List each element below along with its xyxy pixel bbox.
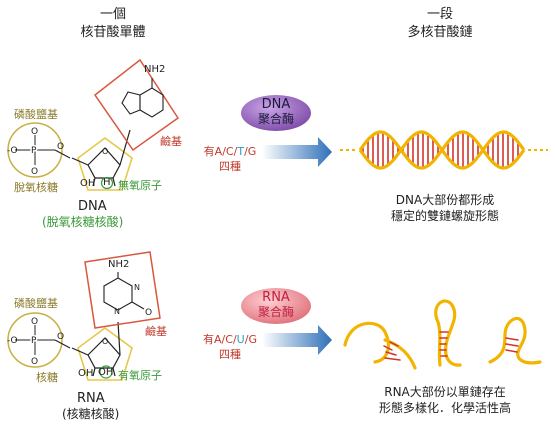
svg-text:N: N — [114, 307, 120, 316]
svg-text:O: O — [57, 332, 64, 342]
svg-text:O: O — [145, 308, 152, 318]
rna-four-kinds: 四種 — [219, 348, 241, 361]
dna-phosphate-label: 磷酸鹽基 — [14, 108, 58, 121]
dna-caption-line2: 穩定的雙鏈螺旋形態 — [390, 209, 499, 223]
dna-double-helix — [340, 130, 548, 170]
dna-missing-oxygen-marker — [100, 176, 114, 190]
rna-base-a: A — [214, 333, 222, 346]
rna-base-g: G — [248, 333, 257, 346]
dna-name: DNA — [78, 199, 107, 214]
dna-polymerase-line1: DNA — [261, 97, 291, 112]
single-header-line1: 一個 — [99, 7, 126, 22]
rna-bases-line: 有A/C/U/G — [203, 333, 257, 346]
rna-has-oxygen-label: 有氧原子 — [118, 369, 162, 382]
dna-nh2-label: NH2 — [144, 64, 166, 75]
svg-text:-O: -O — [7, 336, 18, 346]
dna-base-label: 鹼基 — [160, 135, 182, 148]
rna-base-c: C — [225, 333, 233, 346]
rna-base-label: 鹼基 — [145, 325, 167, 338]
dna-base-g: G — [247, 145, 257, 158]
chain-header-line1: 一段 — [426, 7, 453, 22]
dna-sugar-label: 脫氧核糖 — [14, 181, 58, 194]
rna-caption-line1: RNA大部份以單鏈存在 — [384, 385, 506, 399]
dna-caption-line1: DNA大部份都形成 — [395, 193, 495, 207]
dna-name-sub: (脫氧核糖核酸) — [42, 215, 124, 229]
rna-caption-line2: 形態多樣化．化學活性高 — [378, 401, 511, 415]
rna-oh2-label: OH — [98, 367, 114, 378]
dna-polymerase-line2: 聚合酶 — [257, 112, 294, 126]
rna-polymerase-line2: 聚合酶 — [257, 305, 294, 319]
svg-text:-O: -O — [7, 146, 18, 156]
svg-text:P: P — [31, 336, 37, 346]
dna-base-t: T — [237, 145, 245, 158]
dna-h-label: H — [103, 177, 111, 188]
rna-sugar-label: 核糖 — [36, 371, 58, 384]
dna-sugar-pentagon — [77, 137, 133, 191]
dna-bases-prefix: 有 — [203, 145, 215, 158]
svg-text:O: O — [31, 357, 38, 367]
rna-phosphate-label: 磷酸鹽基 — [14, 297, 58, 310]
dna-phosphate-circle — [7, 122, 63, 178]
rna-polymerase-line1: RNA — [262, 290, 290, 305]
dna-bases-line: 有A/C/T/G — [203, 145, 257, 158]
dna-polymerase-oval — [241, 95, 311, 131]
svg-text:O: O — [102, 337, 108, 346]
svg-text:O: O — [102, 147, 108, 156]
rna-sugar-pentagon — [77, 327, 133, 381]
svg-text:P: P — [31, 146, 37, 156]
svg-text:O: O — [31, 317, 38, 327]
rna-nh2-label: NH2 — [108, 259, 130, 270]
svg-text:N: N — [134, 283, 140, 292]
svg-text:O: O — [57, 142, 64, 152]
dna-base-c: C — [225, 145, 234, 158]
rna-base-u: U — [236, 333, 245, 346]
dna-four-kinds: 四種 — [219, 160, 241, 173]
svg-text:O: O — [31, 127, 38, 137]
rna-base-box — [84, 251, 161, 329]
rna-bases-prefix: 有 — [203, 333, 215, 346]
rna-nucleotide: O O -O P O O N N O — [7, 251, 161, 381]
dna-oh-label: OH — [80, 178, 96, 189]
dna-nucleotide: O O -O P O O — [7, 58, 180, 191]
rna-polymerase-oval — [241, 288, 311, 324]
dna-base-box — [93, 58, 180, 152]
rna-arrow — [262, 325, 332, 355]
dna-no-oxygen-label: 無氧原子 — [118, 179, 162, 192]
rna-single-strands — [343, 299, 542, 370]
rna-phosphate-circle — [7, 312, 63, 368]
svg-text:O: O — [31, 167, 38, 177]
rna-name-sub: (核糖核酸) — [62, 407, 120, 421]
dna-arrow — [262, 137, 332, 167]
single-header-line2: 核苷酸單體 — [80, 25, 146, 40]
rna-name: RNA — [77, 391, 105, 406]
rna-oxygen-marker — [99, 365, 113, 379]
dna-base-a: A — [214, 145, 223, 158]
rna-oh-label: OH — [78, 368, 94, 379]
chain-header-line2: 多核苷酸鏈 — [407, 25, 473, 40]
